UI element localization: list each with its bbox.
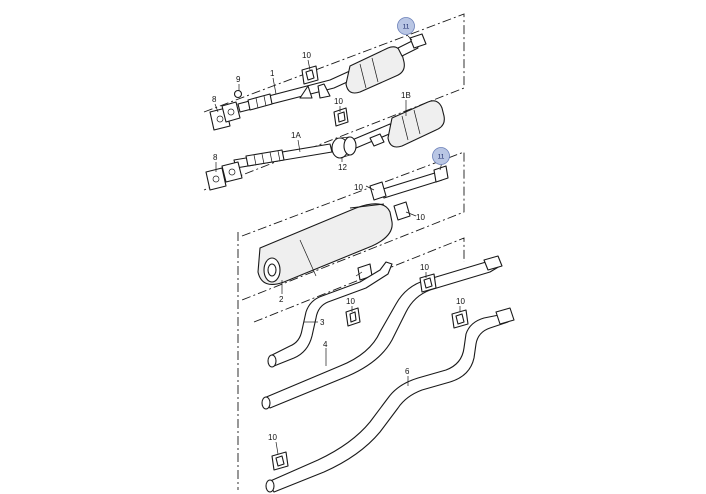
tailpipe-4 — [261, 255, 503, 410]
converter-1b — [351, 100, 445, 149]
bracket-lower-2 — [419, 273, 437, 293]
callout-1b: 1B — [401, 91, 411, 100]
group-frames — [203, 13, 465, 490]
marker-11-lower-label: 11 — [438, 153, 445, 160]
callout-10-a: 10 — [302, 51, 311, 60]
bracket-lower-4 — [271, 451, 289, 471]
marker-11-upper-label: 11 — [403, 23, 410, 30]
bracket-lower-3 — [451, 309, 469, 329]
clamp-12 — [331, 136, 357, 159]
callout-6: 6 — [405, 367, 410, 376]
intermediate-pipe — [369, 165, 449, 221]
callout-1a: 1A — [291, 131, 301, 140]
callout-8-upper: 8 — [212, 95, 217, 104]
callout-2: 2 — [279, 295, 284, 304]
callout-1: 1 — [270, 69, 275, 78]
seal-9 — [233, 89, 243, 99]
flange-lower — [205, 161, 243, 191]
callout-4: 4 — [323, 340, 328, 349]
callout-10-g: 10 — [456, 297, 465, 306]
front-pipe-1 — [237, 33, 427, 113]
callout-9: 9 — [236, 75, 241, 84]
callout-10-f: 10 — [420, 263, 429, 272]
callout-numbers: 1 9 8 10 10 1B 1A 8 12 10 10 2 10 10 10 … — [212, 51, 465, 442]
callout-10-d: 10 — [416, 213, 425, 222]
silencer-2 — [257, 203, 393, 285]
callout-10-b: 10 — [334, 97, 343, 106]
leader-lines — [214, 35, 461, 455]
bracket-upper-2 — [333, 107, 349, 127]
bracket-upper-1 — [301, 65, 319, 85]
callout-8-lower: 8 — [213, 153, 218, 162]
marker-11-upper[interactable]: 11 — [397, 17, 415, 35]
flange-upper — [209, 101, 241, 131]
callout-12: 12 — [338, 163, 347, 172]
tailpipe-6 — [265, 307, 515, 493]
callout-10-e: 10 — [346, 297, 355, 306]
callout-10-c: 10 — [354, 183, 363, 192]
marker-11-lower[interactable]: 11 — [432, 147, 450, 165]
callout-3: 3 — [320, 318, 325, 327]
bracket-lower-1 — [345, 307, 361, 327]
tailpipe-3 — [267, 261, 393, 368]
front-pipe-1a — [233, 143, 333, 169]
callout-10-h: 10 — [268, 433, 277, 442]
